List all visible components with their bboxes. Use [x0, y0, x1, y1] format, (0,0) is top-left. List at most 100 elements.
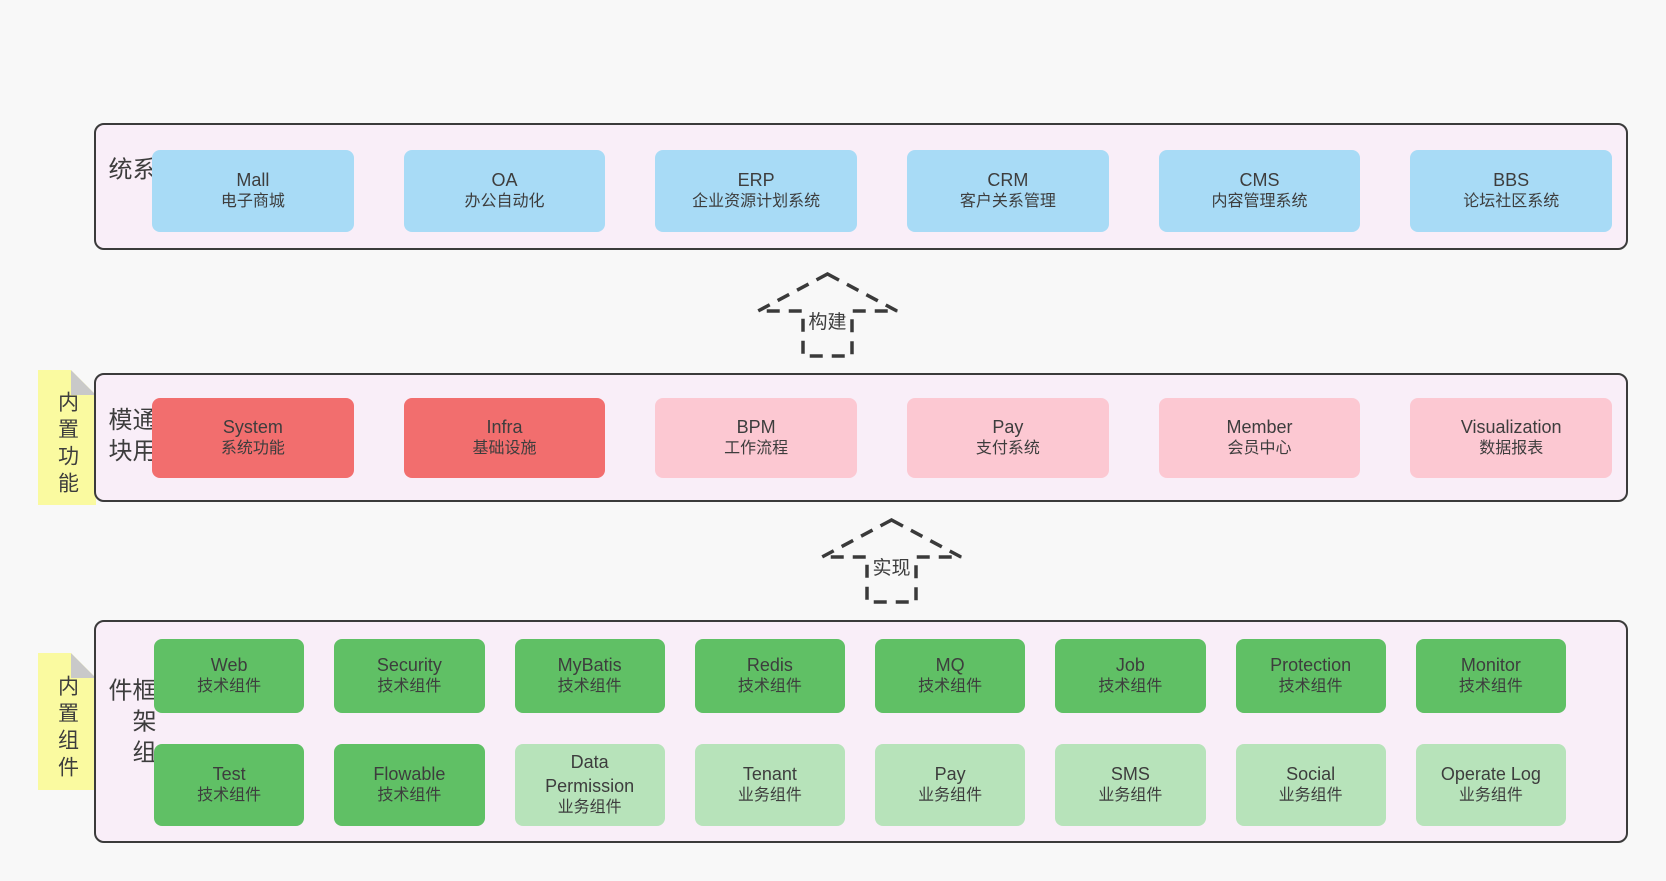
box-subtitle: 办公自动化 [464, 193, 545, 211]
section-label-modules: 通用模块 [104, 406, 155, 469]
box-infra: Infra 基础设施 [403, 398, 606, 478]
business-boxes-row: Mall 电子商城 OA 办公自动化 ERP 企业资源计划系统 CRM 客户关系… [152, 150, 1613, 232]
box-title: BBS [1493, 169, 1530, 190]
section-label-framework: 框架组件 [104, 676, 155, 770]
box-test: Test 技术组件 [154, 744, 305, 826]
box-subtitle: 技术组件 [557, 678, 622, 696]
box-subtitle: 内容管理系统 [1211, 193, 1308, 211]
box-visualization: Visualization 数据报表 [1410, 398, 1613, 478]
box-title: Flowable [373, 763, 446, 784]
box-title: Tenant [742, 763, 797, 784]
box-flowable: Flowable 技术组件 [334, 744, 485, 826]
box-job: Job 技术组件 [1055, 639, 1206, 713]
box-title: Pay [992, 416, 1024, 437]
box-subtitle: 业务组件 [1098, 787, 1163, 805]
arrow-implement: 实现 [819, 517, 964, 605]
box-pay-system: Pay 支付系统 [907, 398, 1109, 478]
arrow-build-label: 构建 [808, 312, 847, 333]
box-subtitle: 工作流程 [724, 440, 789, 458]
box-title: Operate Log [1440, 763, 1541, 784]
modules-boxes-row: System 系统功能 Infra 基础设施 BPM 工作流程 Pay 支付系统… [152, 398, 1613, 478]
framework-boxes-row-1: Web 技术组件 Security 技术组件 MyBatis 技术组件 Redi… [154, 639, 1566, 713]
framework-boxes-row-2: Test 技术组件 Flowable 技术组件 Data Permission … [154, 744, 1566, 826]
box-crm: CRM 客户关系管理 [907, 150, 1109, 232]
sticky-note-label: 内置功能 [55, 390, 79, 499]
sticky-note-builtin-components: 内置组件 [38, 653, 96, 790]
box-title: System [222, 416, 283, 437]
box-subtitle: 技术组件 [1098, 678, 1163, 696]
box-mybatis: MyBatis 技术组件 [514, 639, 665, 713]
box-subtitle: 技术组件 [377, 678, 442, 696]
sticky-note-builtin-features: 内置功能 [38, 370, 96, 505]
note-fold-corner-icon [71, 653, 96, 678]
box-title: Visualization [1460, 416, 1562, 437]
note-fold-corner-icon [71, 370, 96, 395]
box-protection: Protection 技术组件 [1235, 639, 1386, 713]
box-title: Redis [746, 654, 793, 675]
box-title: ERP [737, 169, 775, 190]
arrow-implement-label: 实现 [872, 558, 911, 579]
section-common-modules: 通用模块 System 系统功能 Infra 基础设施 BPM 工作流程 Pay… [94, 373, 1628, 502]
box-title: OA [491, 169, 518, 190]
box-subtitle: 技术组件 [1458, 678, 1523, 696]
box-title: Data Permission [545, 752, 635, 796]
box-tenant: Tenant 业务组件 [694, 744, 845, 826]
box-title: Pay [934, 763, 966, 784]
box-subtitle: 论坛社区系统 [1463, 193, 1560, 211]
box-title: BPM [736, 416, 776, 437]
section-framework-components: 框架组件 Web 技术组件 Security 技术组件 MyBatis 技术组件… [94, 620, 1628, 843]
box-title: Web [210, 654, 248, 675]
box-title: MQ [935, 654, 965, 675]
box-social: Social 业务组件 [1235, 744, 1386, 826]
box-title: Security [376, 654, 442, 675]
box-mq: MQ 技术组件 [875, 639, 1026, 713]
box-subtitle: 业务组件 [1278, 787, 1343, 805]
section-business-systems: 业务系统 Mall 电子商城 OA 办公自动化 ERP 企业资源计划系统 CRM… [94, 123, 1628, 250]
box-subtitle: 技术组件 [918, 678, 983, 696]
box-subtitle: 业务组件 [737, 787, 802, 805]
box-subtitle: 客户关系管理 [959, 193, 1056, 211]
box-title: CMS [1239, 169, 1280, 190]
box-title: Protection [1270, 654, 1352, 675]
box-cms: CMS 内容管理系统 [1158, 150, 1361, 232]
box-subtitle: 企业资源计划系统 [692, 193, 821, 211]
box-bpm: BPM 工作流程 [655, 398, 858, 478]
box-subtitle: 技术组件 [1278, 678, 1343, 696]
box-member: Member 会员中心 [1158, 398, 1361, 478]
box-erp: ERP 企业资源计划系统 [655, 150, 858, 232]
box-subtitle: 电子商城 [220, 193, 285, 211]
box-title: CRM [987, 169, 1029, 190]
box-subtitle: 技术组件 [737, 678, 802, 696]
box-title: Member [1226, 416, 1293, 437]
box-web: Web 技术组件 [154, 639, 305, 713]
box-subtitle: 技术组件 [197, 678, 262, 696]
box-security: Security 技术组件 [334, 639, 485, 713]
box-title: Mall [236, 169, 270, 190]
box-system: System 系统功能 [152, 398, 354, 478]
box-title: Job [1115, 654, 1145, 675]
box-redis: Redis 技术组件 [694, 639, 845, 713]
box-title: Monitor [1460, 654, 1521, 675]
box-title: Infra [486, 416, 523, 437]
box-monitor: Monitor 技术组件 [1415, 639, 1566, 713]
box-operate-log: Operate Log 业务组件 [1415, 744, 1566, 826]
box-oa: OA 办公自动化 [403, 150, 606, 232]
box-title: Social [1286, 763, 1336, 784]
box-sms: SMS 业务组件 [1055, 744, 1206, 826]
box-title: MyBatis [557, 654, 622, 675]
arrow-build: 构建 [755, 271, 900, 359]
box-subtitle: 业务组件 [1458, 787, 1523, 805]
box-subtitle: 会员中心 [1227, 440, 1292, 458]
box-subtitle: 基础设施 [472, 440, 537, 458]
box-title: Test [212, 763, 246, 784]
box-title: SMS [1110, 763, 1150, 784]
box-mall: Mall 电子商城 [152, 150, 354, 232]
box-pay-component: Pay 业务组件 [875, 744, 1026, 826]
box-subtitle: 数据报表 [1479, 440, 1544, 458]
box-subtitle: 技术组件 [377, 787, 442, 805]
box-subtitle: 业务组件 [557, 798, 622, 816]
box-subtitle: 系统功能 [220, 440, 285, 458]
sticky-note-label: 内置组件 [55, 674, 79, 783]
box-subtitle: 业务组件 [918, 787, 983, 805]
